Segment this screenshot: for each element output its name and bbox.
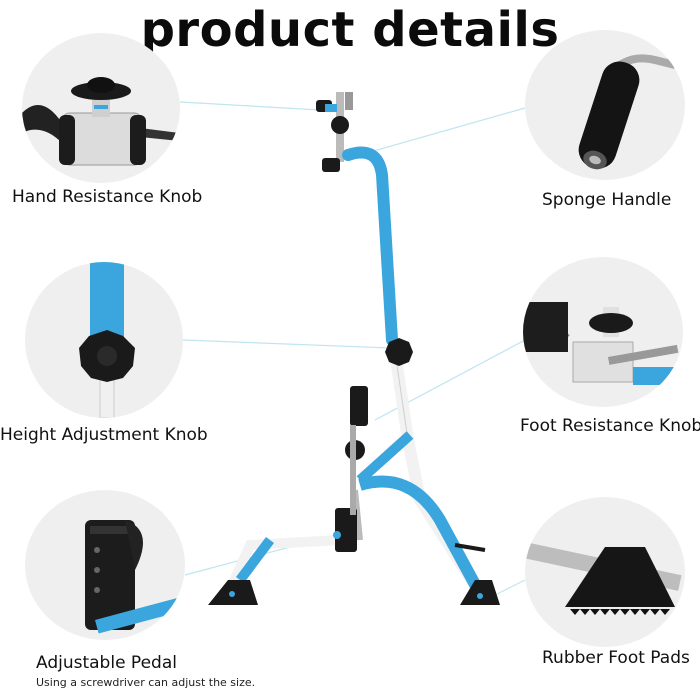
leader-sponge-handle xyxy=(369,107,526,153)
hand-resistance-knob-detail xyxy=(22,33,180,183)
pedal-crank xyxy=(350,425,356,515)
page-title: product details xyxy=(140,2,560,58)
adjustable-pedal-detail xyxy=(25,490,185,640)
foot-resistance-knob-detail xyxy=(523,257,683,407)
adjustable-pedal-illustration xyxy=(85,520,185,634)
hand-resistance-knob-illustration xyxy=(22,77,180,166)
rear-foot-pad xyxy=(460,580,500,605)
adjustable-pedal-note: Using a screwdriver can adjust the size. xyxy=(36,676,256,689)
lower-foot-pedal xyxy=(335,508,357,552)
adjustable-pedal-label: Adjustable Pedal xyxy=(36,653,177,673)
hand-resistance-knob-label: Hand Resistance Knob xyxy=(12,187,203,207)
foot-resistance-knob-illustration xyxy=(523,302,683,385)
foot-resistance-knob-label: Foot Resistance Knob xyxy=(520,416,700,436)
sponge-handle-detail xyxy=(525,30,685,180)
upright-column-blue xyxy=(342,146,398,346)
hand-resistance-knob xyxy=(331,116,349,134)
rubber-foot-pads-detail xyxy=(525,497,685,647)
rear-leg-blue xyxy=(358,475,484,593)
leader-height-knob xyxy=(182,339,391,349)
height-adjustment-knob-detail xyxy=(25,262,183,418)
rubber-foot-pads-illustration xyxy=(525,542,682,615)
front-leg-blue xyxy=(236,537,274,583)
height-adjustment-knob xyxy=(385,338,413,366)
front-leg-white xyxy=(225,535,341,593)
rubber-foot-pads-label: Rubber Foot Pads xyxy=(542,648,690,668)
leader-hand-knob xyxy=(179,101,321,111)
upper-foot-pedal xyxy=(350,386,368,426)
sponge-handle-illustration xyxy=(578,54,676,170)
height-adjustment-knob-illustration xyxy=(79,262,135,418)
handle-right-grip xyxy=(322,158,340,172)
sponge-handle-label: Sponge Handle xyxy=(542,190,672,210)
height-adjustment-knob-label: Height Adjustment Knob xyxy=(0,425,208,445)
